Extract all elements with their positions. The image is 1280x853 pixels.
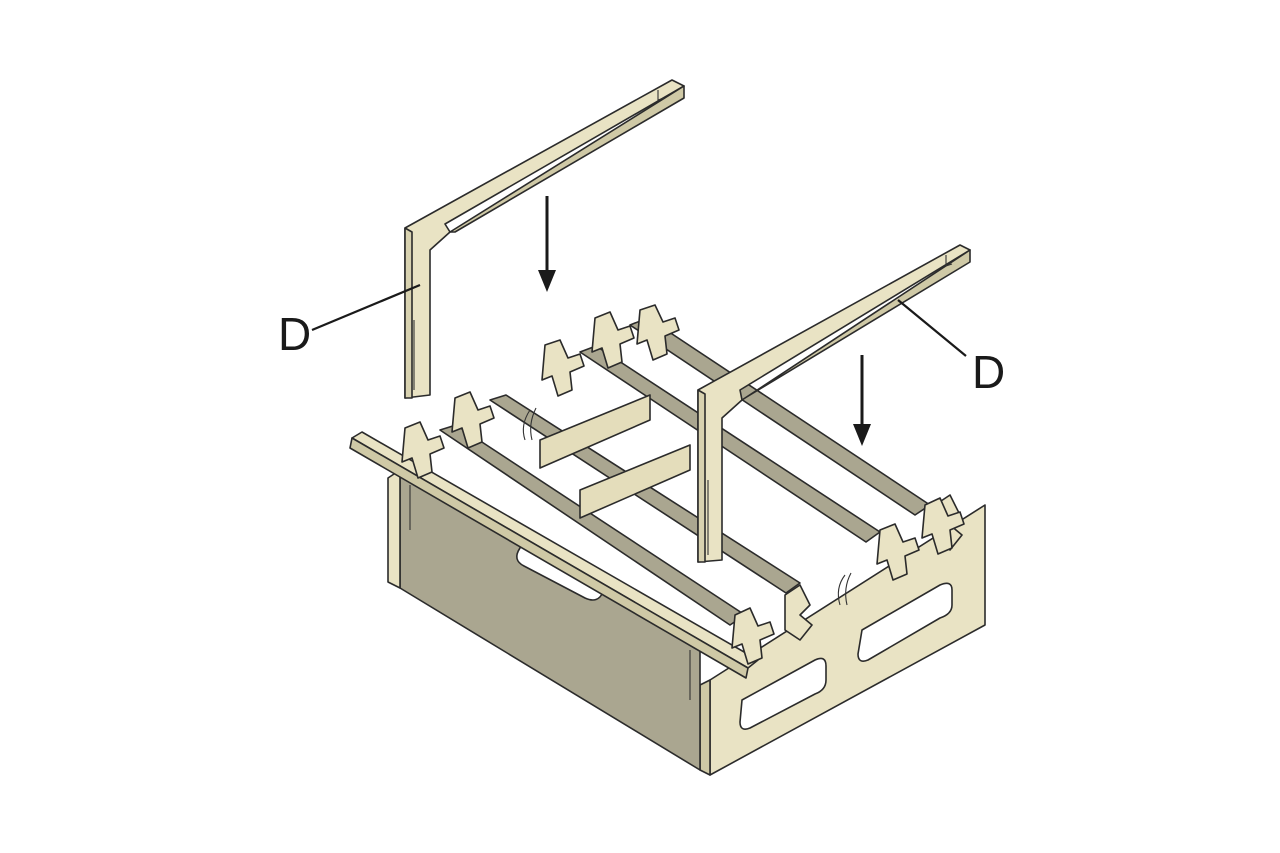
callout-left: D	[278, 283, 421, 360]
arrow-right-down	[853, 355, 871, 446]
joint-tabs-left	[401, 304, 680, 479]
arrow-left-down	[538, 196, 556, 292]
callout-right: D	[897, 299, 1005, 398]
label-d-left: D	[278, 308, 311, 360]
front-top-rail	[349, 431, 759, 679]
wire-clips	[522, 407, 852, 606]
part-d-right	[697, 244, 971, 563]
label-d-right: D	[972, 346, 1005, 398]
part-d-left	[404, 79, 685, 399]
interior-cross-braces	[539, 394, 691, 519]
joint-tabs-right	[731, 497, 965, 665]
crate-base	[349, 304, 986, 776]
